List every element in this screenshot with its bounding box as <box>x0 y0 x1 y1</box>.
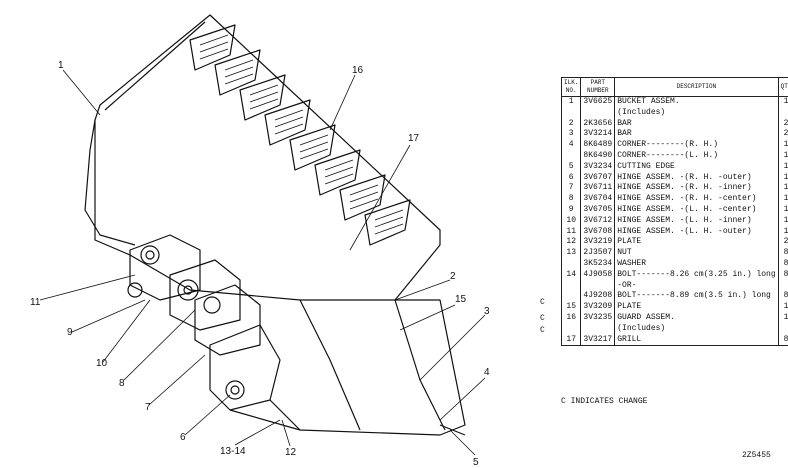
callout-8: 8 <box>119 378 125 389</box>
header-ilk-no: ILK. NO. <box>560 77 581 97</box>
callout-13-14: 13-14 <box>220 446 246 457</box>
callout-9: 9 <box>67 327 73 338</box>
parts-list-table: ILK. NO. PART NUMBER DESCRIPTION QTY 13V… <box>560 77 788 347</box>
document-number: 2Z5455 <box>742 451 771 460</box>
header-description: DESCRIPTION <box>614 77 779 97</box>
callout-6: 6 <box>180 432 186 443</box>
change-marker: C <box>540 326 545 335</box>
grill-hatching <box>199 34 404 235</box>
cutting-edge <box>229 299 466 436</box>
callout-15: 15 <box>455 294 467 305</box>
table-header-row: ILK. NO. PART NUMBER DESCRIPTION QTY <box>560 77 788 97</box>
callout-2: 2 <box>450 271 456 282</box>
bucket-teeth <box>189 24 411 246</box>
callout-5: 5 <box>473 457 479 468</box>
table-row: (Includes) <box>560 323 788 335</box>
callout-7: 7 <box>145 402 151 413</box>
change-footnote: C INDICATES CHANGE <box>561 397 648 406</box>
table-row: (Includes) <box>560 107 788 119</box>
callout-1: 1 <box>58 60 64 71</box>
bucket-back <box>84 119 136 246</box>
header-part-number: PART NUMBER <box>580 77 615 97</box>
hinges <box>127 234 281 411</box>
callout-11: 11 <box>30 297 41 308</box>
change-marker: C <box>540 314 545 323</box>
callout-4: 4 <box>484 367 490 378</box>
header-qty: QTY <box>777 77 788 97</box>
callout-10: 10 <box>96 358 108 369</box>
callout-17: 17 <box>408 133 420 144</box>
change-marker: C <box>540 298 545 307</box>
callout-16: 16 <box>352 65 364 76</box>
bucket-exploded-drawing: 1 16 17 11 9 10 8 7 6 13-14 12 2 15 3 4 … <box>30 14 490 468</box>
callout-3: 3 <box>484 306 490 317</box>
table-row: -OR- <box>560 280 788 292</box>
callout-12: 12 <box>285 447 297 458</box>
